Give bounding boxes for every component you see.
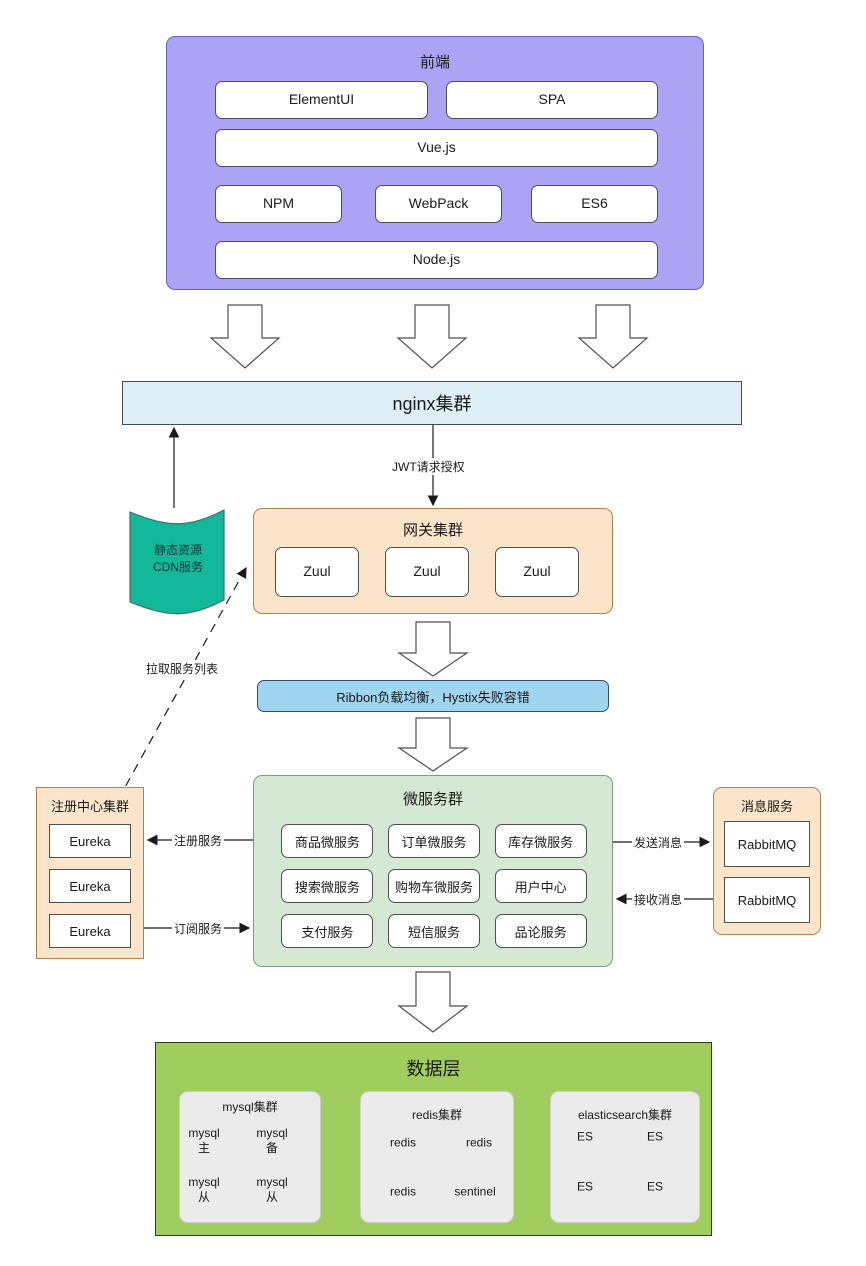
frontend-node-es6[interactable]: ES6 xyxy=(531,185,658,223)
frontend-node-vuejs[interactable]: Vue.js xyxy=(215,129,658,167)
registry-cluster-group: 注册中心集群 Eureka Eureka Eureka xyxy=(36,787,144,959)
edge-label-jwt: JWT请求授权 xyxy=(390,458,467,475)
frontend-group: 前端 ElementUI SPA Vue.js NPM WebPack ES6 … xyxy=(166,36,704,290)
es-node-2[interactable]: ES xyxy=(646,1129,663,1144)
frontend-node-elementui[interactable]: ElementUI xyxy=(215,81,428,119)
redis-node-3[interactable]: redis xyxy=(389,1184,416,1199)
registry-node-eureka-1[interactable]: Eureka xyxy=(49,824,131,858)
es-node-1[interactable]: ES xyxy=(576,1129,593,1144)
microservices-group: 微服务群 商品微服务 订单微服务 库存微服务 搜索微服务 购物车微服务 用户中心… xyxy=(253,775,613,967)
frontend-node-npm[interactable]: NPM xyxy=(215,185,342,223)
microservice-order[interactable]: 订单微服务 xyxy=(387,824,480,858)
es-node-4[interactable]: ES xyxy=(646,1179,663,1194)
data-layer-group: 数据层 mysql集群 redis集群 elasticsearch集群 xyxy=(155,1042,712,1236)
message-service-group: 消息服务 RabbitMQ RabbitMQ xyxy=(713,787,821,935)
redis-cluster-group: redis集群 xyxy=(360,1091,514,1223)
block-arrow-microservices-to-datalayer xyxy=(397,971,469,1033)
frontend-node-spa[interactable]: SPA xyxy=(446,81,658,119)
mysql-cluster-title: mysql集群 xyxy=(222,1100,278,1114)
cdn-label-group: 静态资源 CDN服务 xyxy=(130,542,226,577)
message-service-title: 消息服务 xyxy=(740,799,793,814)
block-arrow-frontend-to-nginx xyxy=(209,304,649,369)
dashed-arrow-pull-service-list xyxy=(117,566,247,801)
mq-node-rabbitmq-2[interactable]: RabbitMQ xyxy=(724,877,810,923)
mysql-node-backup[interactable]: mysql 备 xyxy=(251,1121,293,1161)
frontend-node-webpack[interactable]: WebPack xyxy=(375,185,502,223)
cdn-label-line2: CDN服务 xyxy=(153,560,203,575)
gateway-title: 网关集群 xyxy=(402,522,463,539)
elasticsearch-cluster-group: elasticsearch集群 xyxy=(550,1091,700,1223)
data-layer-title: 数据层 xyxy=(406,1059,461,1079)
ribbon-hystrix-band[interactable]: Ribbon负载均衡，Hystix失败容错 xyxy=(257,680,609,712)
elasticsearch-cluster-title: elasticsearch集群 xyxy=(577,1108,673,1122)
microservice-user[interactable]: 用户中心 xyxy=(494,869,587,903)
mysql-node-backup-l1: mysql xyxy=(256,1126,288,1140)
mysql-node-master[interactable]: mysql 主 xyxy=(183,1121,225,1161)
microservice-stock[interactable]: 库存微服务 xyxy=(494,824,587,858)
cdn-label-line1: 静态资源 xyxy=(153,543,202,557)
mysql-node-slave-1[interactable]: mysql 从 xyxy=(183,1170,225,1210)
edge-label-receive-message: 接收消息 xyxy=(632,891,685,908)
mysql-node-slave-2[interactable]: mysql 从 xyxy=(251,1170,293,1210)
redis-node-1[interactable]: redis xyxy=(389,1135,416,1150)
registry-title: 注册中心集群 xyxy=(50,799,129,814)
gateway-node-zuul-2[interactable]: Zuul xyxy=(385,547,469,597)
registry-node-eureka-3[interactable]: Eureka xyxy=(49,914,131,948)
mysql-node-slave-2-l2: 从 xyxy=(265,1190,278,1204)
edge-label-pull-service-list: 拉取服务列表 xyxy=(144,660,221,677)
mq-node-rabbitmq-1[interactable]: RabbitMQ xyxy=(724,821,810,867)
frontend-node-nodejs[interactable]: Node.js xyxy=(215,241,658,279)
nginx-cluster-band[interactable]: nginx集群 xyxy=(122,381,742,425)
mysql-node-master-l2: 主 xyxy=(197,1141,210,1155)
block-arrow-ribbon-to-microservices xyxy=(397,717,469,772)
registry-node-eureka-2[interactable]: Eureka xyxy=(49,869,131,903)
microservice-comment[interactable]: 品论服务 xyxy=(494,914,587,948)
redis-node-2[interactable]: redis xyxy=(465,1135,492,1150)
mysql-node-slave-1-l1: mysql xyxy=(188,1175,220,1189)
block-arrow-gateway-to-ribbon xyxy=(397,621,469,677)
es-node-3[interactable]: ES xyxy=(576,1179,593,1194)
mysql-cluster-group: mysql集群 xyxy=(179,1091,321,1223)
frontend-title: 前端 xyxy=(419,54,450,71)
redis-cluster-title: redis集群 xyxy=(411,1108,462,1122)
edge-label-send-message: 发送消息 xyxy=(632,834,685,851)
redis-sentinel-node[interactable]: sentinel xyxy=(454,1184,496,1199)
edge-label-subscribe-service: 订阅服务 xyxy=(172,920,225,937)
microservice-product[interactable]: 商品微服务 xyxy=(281,824,374,858)
edge-label-register-service: 注册服务 xyxy=(172,832,225,849)
microservices-grid: 商品微服务 订单微服务 库存微服务 搜索微服务 购物车微服务 用户中心 支付服务… xyxy=(274,824,594,948)
gateway-cluster-group: 网关集群 Zuul Zuul Zuul xyxy=(253,508,613,614)
gateway-node-zuul-1[interactable]: Zuul xyxy=(275,547,359,597)
microservice-cart[interactable]: 购物车微服务 xyxy=(387,869,480,903)
microservice-search[interactable]: 搜索微服务 xyxy=(281,869,374,903)
microservices-title: 微服务群 xyxy=(402,791,463,808)
mysql-node-backup-l2: 备 xyxy=(265,1141,278,1155)
microservice-payment[interactable]: 支付服务 xyxy=(281,914,374,948)
gateway-node-zuul-3[interactable]: Zuul xyxy=(495,547,579,597)
microservice-sms[interactable]: 短信服务 xyxy=(387,914,480,948)
mysql-node-slave-1-l2: 从 xyxy=(197,1190,210,1204)
mysql-node-slave-2-l1: mysql xyxy=(256,1175,288,1189)
mysql-node-master-l1: mysql xyxy=(188,1126,220,1140)
